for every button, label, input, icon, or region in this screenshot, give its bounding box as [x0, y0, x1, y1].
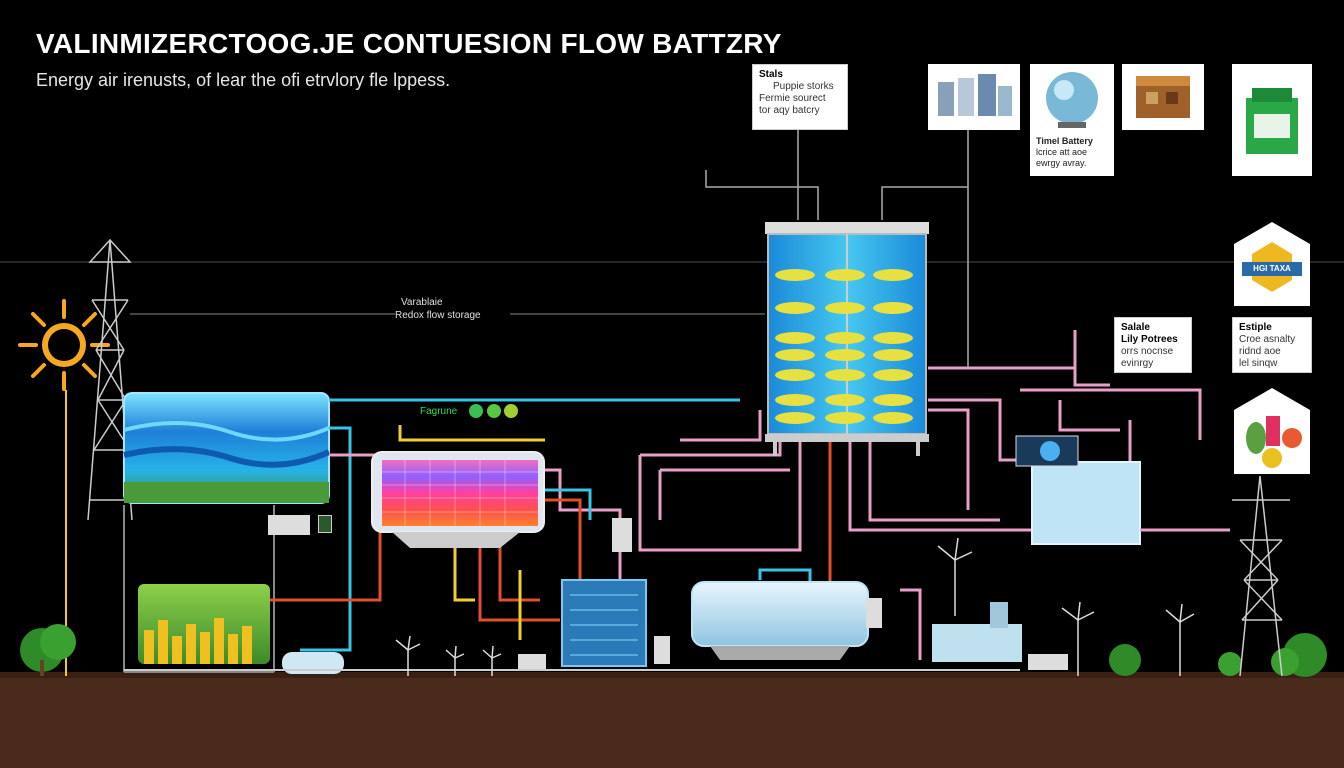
- green-box-icon: [1246, 88, 1298, 154]
- small-tank-icon: [282, 652, 344, 674]
- status-dot-icon: [487, 404, 501, 418]
- tree-icon: [20, 624, 76, 676]
- membrane-tag: Fagrune: [420, 406, 458, 417]
- power-pylon-icon: [87, 238, 133, 521]
- produce-icon: [1234, 388, 1310, 474]
- callout-card-output: Estiple Croe asnalty ridnd aoe lel sinqw: [1232, 317, 1312, 373]
- callout-line: Fermie sourect: [759, 93, 826, 104]
- image-card-green-box: [1232, 64, 1312, 176]
- callout-line: Lily Potrees: [1121, 334, 1178, 345]
- gauge-icon: [612, 518, 632, 552]
- tree-icon: [1109, 644, 1141, 676]
- callout-card-storage: Stals Puppie storks Fermie sourect tor a…: [752, 64, 848, 130]
- storage-tank-icon: [691, 581, 882, 660]
- heat-exchanger-icon: [561, 579, 647, 667]
- badge-card: HGI TAXA: [1232, 220, 1312, 308]
- image-card-crate: [1122, 64, 1204, 130]
- electrolyte-tank-green-icon: [138, 584, 270, 664]
- cell-stack-icon: [765, 222, 929, 456]
- callout-line: Salale: [1121, 322, 1150, 333]
- power-pylon-icon: [1232, 475, 1290, 677]
- drums-icon: [938, 74, 1012, 116]
- control-box-icon: [318, 515, 332, 533]
- produce-card: [1232, 386, 1312, 476]
- callout-line: lel sinqw: [1239, 358, 1278, 369]
- wind-turbine-icon: [395, 537, 1195, 676]
- sphere-icon: [1046, 72, 1098, 128]
- callout-line: orrs nocnse: [1121, 346, 1174, 357]
- storage-label: Varablaie Redox flow storage: [395, 296, 481, 322]
- valve-icon: [654, 636, 670, 664]
- converter-unit-icon: [1015, 435, 1141, 545]
- tree-icon: [1271, 633, 1327, 677]
- storage-label-line1: Varablaie: [401, 297, 443, 308]
- image-card-storage-drums: [928, 64, 1020, 130]
- callout-line: tor aqy batcry: [759, 105, 820, 116]
- callout-line: Croe asnalty: [1239, 334, 1296, 345]
- image-card-thermal-battery: Timel Battery lcrice att aoe ewrgy avray…: [1030, 64, 1114, 176]
- crate-icon: [1136, 76, 1190, 118]
- callout-line: lcrice att aoe: [1036, 147, 1088, 157]
- page-title: VALINMIZERCTOOG.JE CONTUESION FLOW BATTZ…: [36, 28, 782, 59]
- callout-card-flow: Salale Lily Potrees orrs nocnse evinrgy: [1114, 317, 1192, 373]
- callout-line: ewrgy avray.: [1036, 158, 1087, 168]
- callout-line: Stals: [759, 69, 783, 80]
- monitor-icon: [268, 515, 310, 535]
- electrolyte-tank-icon: [123, 392, 331, 504]
- callout-line: Estiple: [1239, 322, 1272, 333]
- tree-icon: [1218, 652, 1242, 676]
- badge-label: HGI TAXA: [1253, 264, 1291, 273]
- pump-icon: [932, 602, 1068, 670]
- callout-line: Timel Battery: [1036, 136, 1093, 146]
- sun-icon: [18, 299, 110, 391]
- badge-icon: [1234, 222, 1310, 306]
- callout-line: ridnd aoe: [1239, 346, 1281, 357]
- page-subtitle: Energy air irenusts, of lear the ofi etr…: [36, 70, 451, 90]
- status-dot-icon: [504, 404, 518, 418]
- callout-line: evinrgy: [1121, 358, 1154, 369]
- reactor-cell-icon: [371, 451, 545, 548]
- storage-label-line2: Redox flow storage: [395, 310, 481, 321]
- ground: [0, 676, 1344, 768]
- status-dot-icon: [469, 404, 483, 418]
- meter-icon: [518, 654, 546, 670]
- callout-line: Puppie storks: [773, 81, 834, 92]
